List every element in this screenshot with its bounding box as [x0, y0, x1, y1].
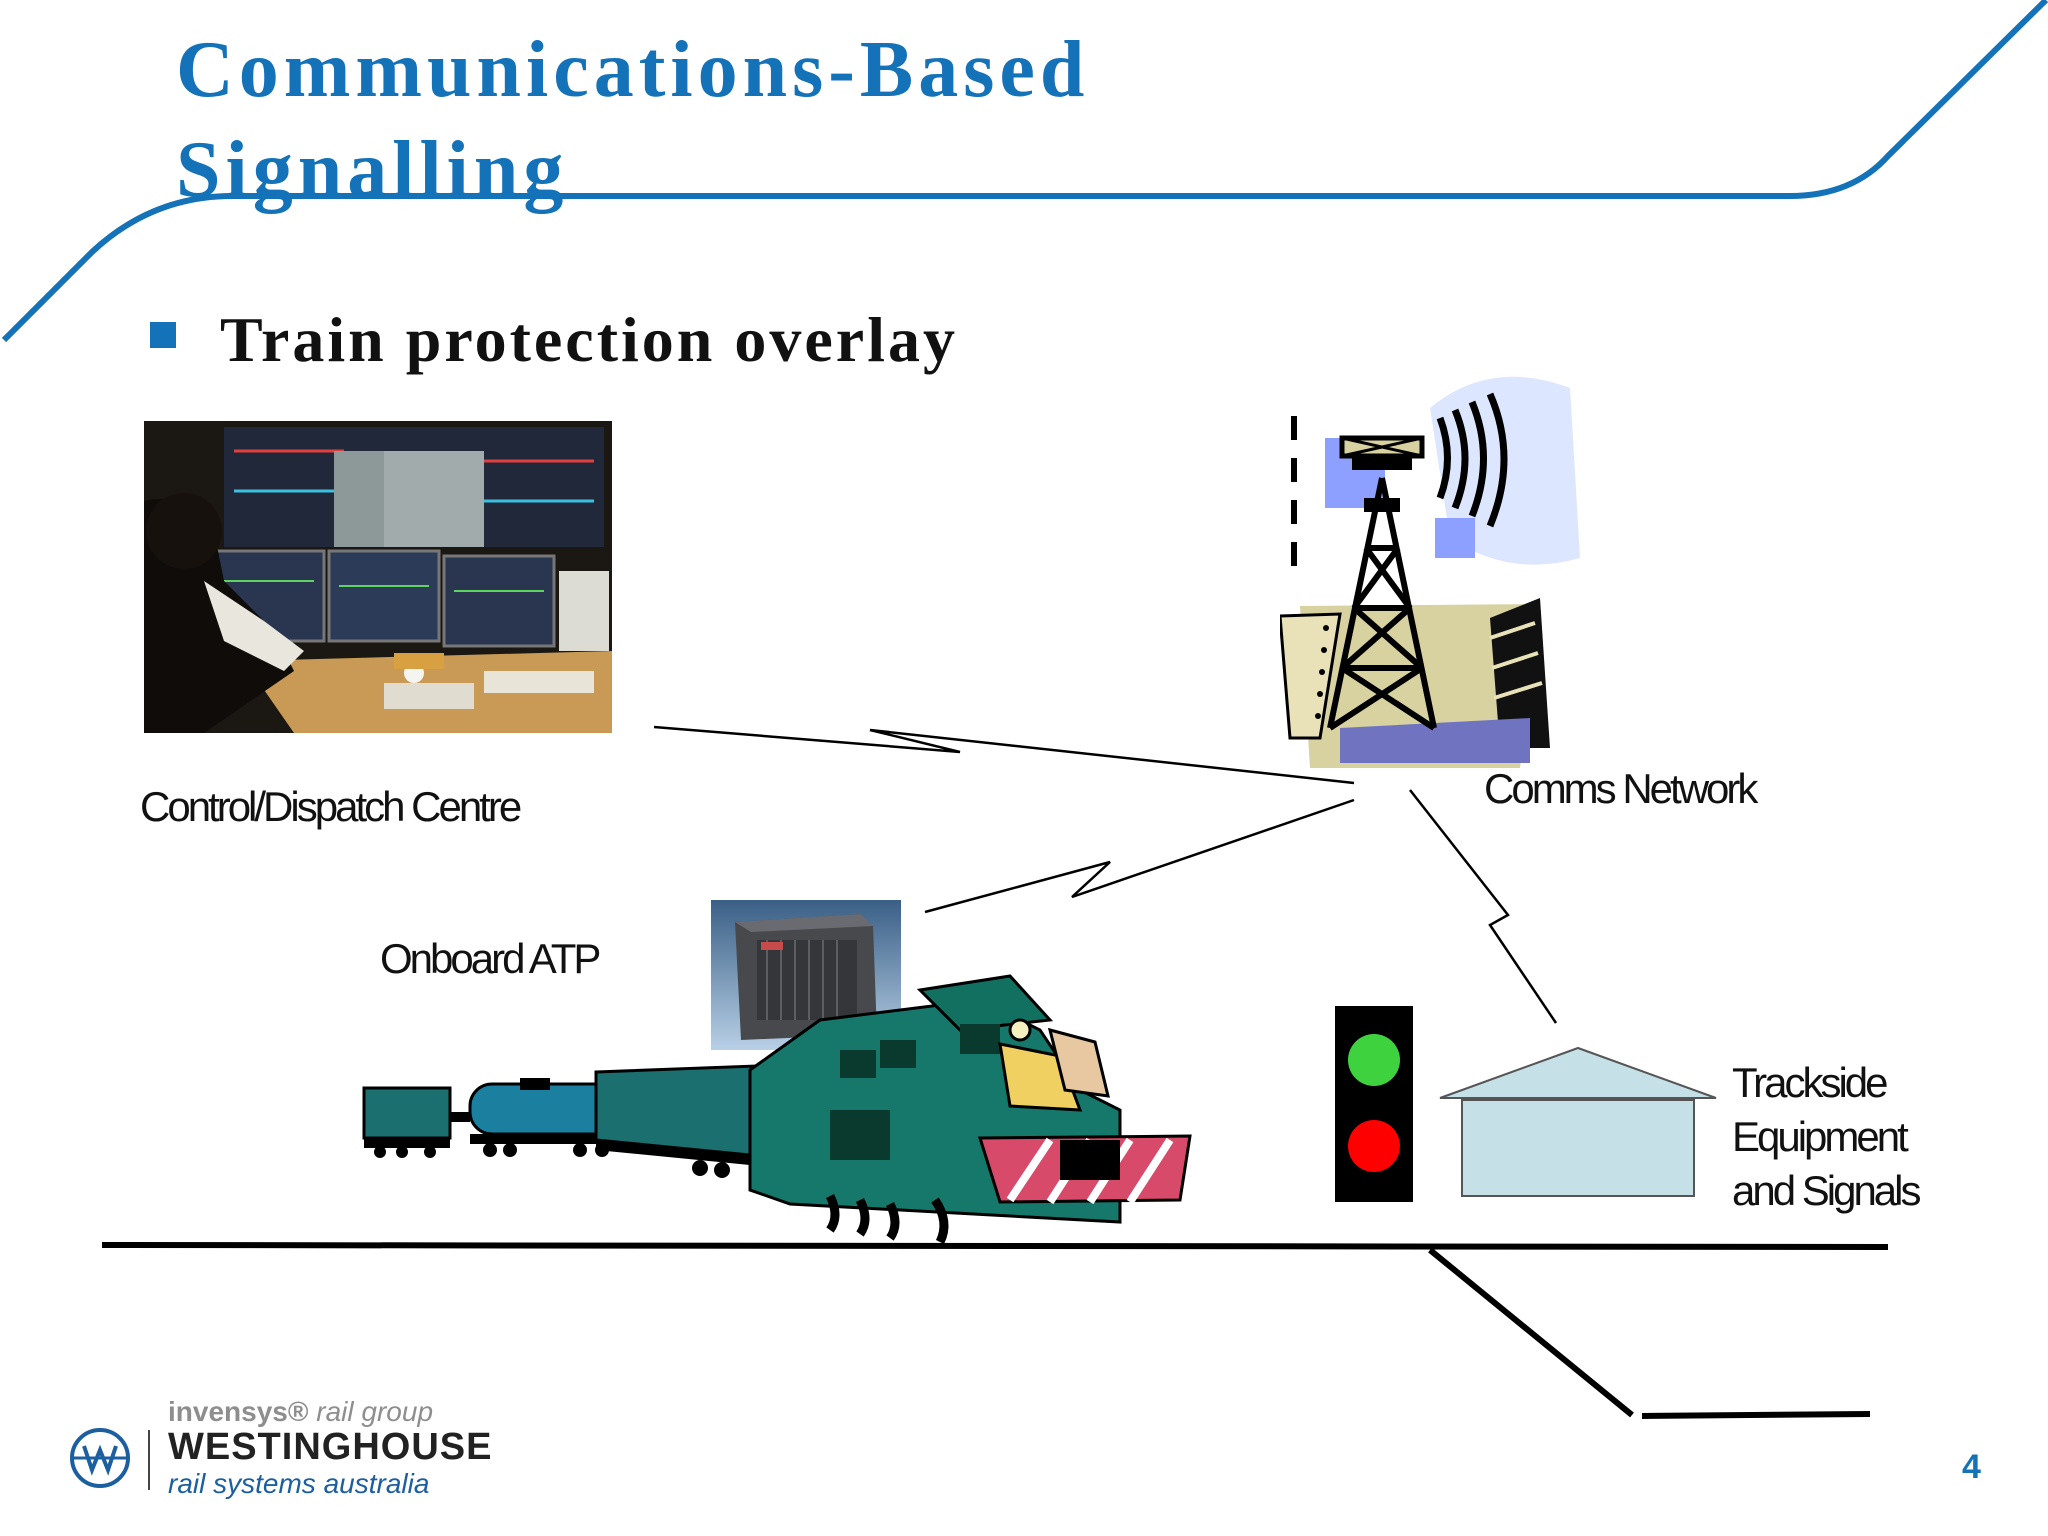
title-line-2: Signalling — [176, 126, 569, 214]
signal-red-light — [1348, 1120, 1400, 1172]
equipment-house-icon — [1439, 1046, 1717, 1197]
train-icon — [362, 974, 1192, 1245]
trackside-line-3: and Signals — [1732, 1167, 1921, 1214]
title-swoosh — [1, 0, 2048, 343]
slide-title: Communications-Based Signalling — [176, 20, 1089, 220]
comms-network-label: Comms Network — [1484, 765, 1758, 812]
trackside-label: Trackside Equipment and Signals — [1732, 1056, 1921, 1218]
onboard-atp-label: Onboard ATP — [380, 935, 601, 982]
signal-green-light — [1348, 1034, 1400, 1086]
brand-invensys: invensys® rail group — [168, 1396, 434, 1427]
title-line-1: Communications-Based — [176, 26, 1090, 114]
link-trackside-comms — [1409, 789, 1558, 1024]
radio-tower-icon — [1280, 376, 1580, 768]
trackside-line-1: Trackside — [1732, 1059, 1888, 1106]
traffic-signal-icon — [1335, 1006, 1413, 1202]
brand-rail-systems: rail systems australia — [168, 1468, 430, 1499]
link-control-comms — [653, 725, 1355, 785]
control-room-photo — [144, 421, 612, 733]
brand-westinghouse: WESTINGHOUSE — [168, 1426, 493, 1468]
control-dispatch-label: Control/Dispatch Centre — [140, 783, 522, 830]
bullet-marker — [150, 322, 176, 348]
bullet-text: Train protection overlay — [220, 304, 958, 375]
westinghouse-logo-icon — [70, 1428, 130, 1488]
trackside-line-2: Equipment — [1732, 1113, 1909, 1160]
page-number: 4 — [1962, 1448, 1981, 1486]
link-onboard-comms — [924, 798, 1355, 914]
logo-divider — [148, 1430, 150, 1490]
